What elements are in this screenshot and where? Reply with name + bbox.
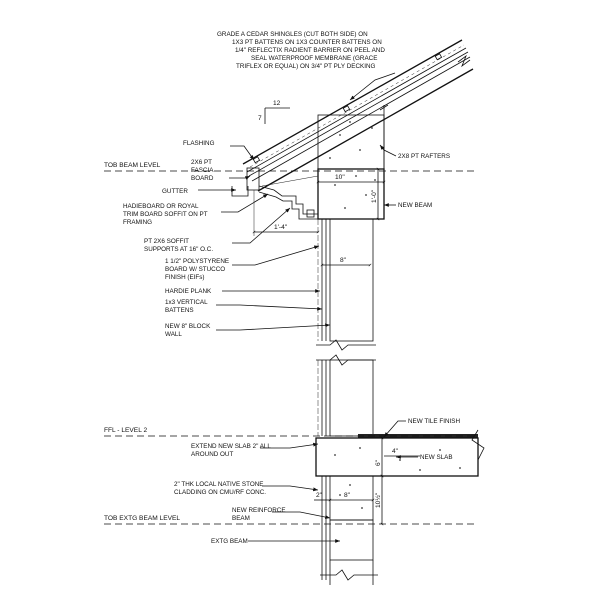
note-reinforce-beam: NEW REINFORCE BEAM <box>232 507 287 522</box>
note-polystyrene: 1 1/2" POLYSTYRENE BOARD W/ STUCCO FINIS… <box>165 258 231 281</box>
note-fascia: 2X6 PT FASCIA BOARD <box>191 159 215 182</box>
dim-overhang: 1'-4" <box>274 224 288 231</box>
note-shingles: GRADE A CEDAR SHINGLES (CUT BOTH SIDE) O… <box>217 31 387 70</box>
dim-beam-height: 1'-0" <box>371 189 378 203</box>
level-ffl: FFL - LEVEL 2 <box>104 427 147 434</box>
note-gutter: GUTTER <box>162 188 188 195</box>
dim-lower-wall-width: 8" <box>344 492 351 499</box>
leader-lines <box>198 72 418 543</box>
block-wall-lower <box>329 359 374 437</box>
dim-stone-thickness: 2" <box>316 492 323 499</box>
dim-slab-edge: 4" <box>392 448 399 455</box>
dim-reinforce-height: 10½" <box>374 492 382 508</box>
existing-beam <box>329 519 374 561</box>
note-battens: 1x3 VERTICAL BATTENS <box>165 299 209 314</box>
reinforce-beam <box>329 475 374 521</box>
note-tile-finish: NEW TILE FINISH <box>408 418 460 425</box>
dim-beam-width: 10" <box>335 174 345 181</box>
note-new-slab: NEW SLAB <box>420 454 453 461</box>
concrete-stipple <box>329 121 461 509</box>
block-wall-upper <box>329 218 374 342</box>
lower-structure <box>315 359 485 585</box>
note-stone: 2" THK LOCAL NATIVE STONE CLADDING ON CM… <box>174 481 266 496</box>
pitch-run-label: 12 <box>273 100 281 107</box>
note-flashing: FLASHING <box>183 140 215 147</box>
level-tob-beam: TOB BEAM LEVEL <box>104 162 161 169</box>
note-soffit-board: HADIEBOARD OR ROYAL TRIM BOARD SOFFIT ON… <box>123 203 209 226</box>
dim-wall-width: 8" <box>340 257 347 264</box>
upper-structure <box>316 104 389 366</box>
note-rafters: 2X8 PT RAFTERS <box>398 153 450 160</box>
dimension-lines: 10" 1'-0" 1'-4" 8" 6" 4" 2" 8" 10½" <box>252 167 420 526</box>
pitch-rise-label: 7 <box>258 115 262 122</box>
new-slab <box>315 437 479 477</box>
note-extend-slab: EXTEND NEW SLAB 2" ALL AROUND OUT <box>191 443 272 458</box>
note-soffit-supports: PT 2X6 SOFFIT SUPPORTS AT 16" O.C. <box>144 238 213 253</box>
note-new-beam: NEW BEAM <box>398 202 432 209</box>
roof-pitch-symbol: 12 7 <box>258 100 290 124</box>
note-extg-beam: EXTG BEAM <box>211 538 248 545</box>
note-hardie: HARDIE PLANK <box>165 288 212 295</box>
annotation-notes: GRADE A CEDAR SHINGLES (CUT BOTH SIDE) O… <box>123 31 460 545</box>
level-tob-extg-beam: TOB EXTG BEAM LEVEL <box>104 515 180 522</box>
note-block-wall: NEW 8" BLOCK WALL <box>165 323 212 338</box>
level-lines: TOB BEAM LEVEL FFL - LEVEL 2 TOB EXTG BE… <box>104 162 478 525</box>
dim-slab-thickness: 6" <box>375 459 382 466</box>
eave-assembly <box>231 167 319 220</box>
